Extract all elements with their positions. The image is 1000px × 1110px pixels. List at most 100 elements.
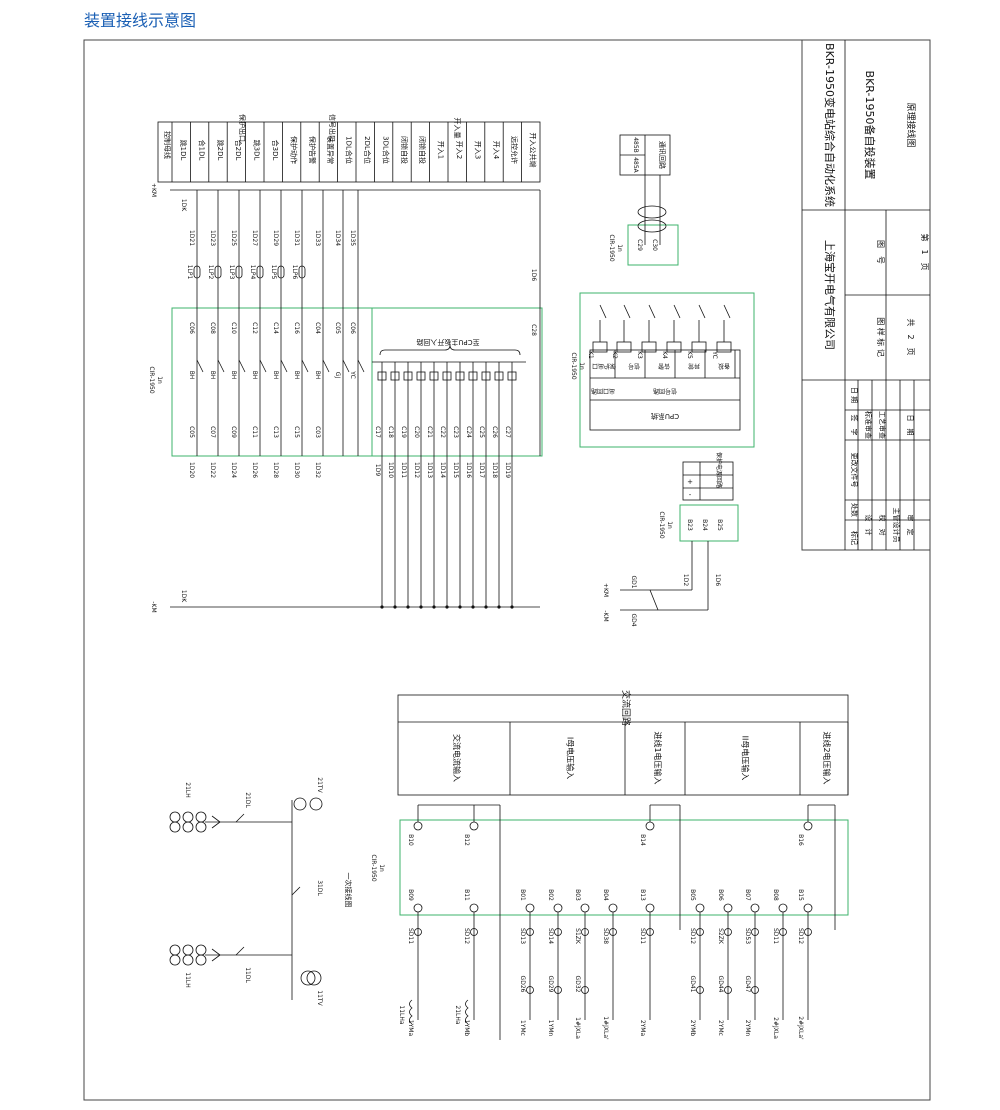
io-label-18: 开入4	[492, 141, 500, 160]
input-terminal-10: 1D19	[504, 462, 511, 478]
upper-pin-4: C14	[272, 322, 279, 334]
lower-pin-1: C07	[209, 426, 216, 438]
io-label-11: 2DL合位	[363, 136, 372, 164]
upper-pin-5: C16	[293, 322, 300, 334]
io-label-2: 合1DL	[197, 140, 206, 161]
page-title: 装置接线示意图	[84, 11, 197, 30]
input-terminal-2: 1D11	[400, 462, 407, 478]
comm-pin-c29: C29	[636, 239, 643, 251]
bottom-terminal-3: 1D26	[251, 462, 258, 478]
group-protect-out: 保护出口	[238, 114, 247, 142]
total-pages: 共 2 页	[906, 318, 915, 355]
lower-pin-0: C05	[188, 426, 195, 438]
comm-section: 通讯回路 485A 485B C29 C30 1n CIR-1950	[608, 134, 679, 266]
label-11lh: 11LH	[184, 972, 191, 988]
power-gd1: GD1	[630, 575, 637, 588]
comm-pin-c30: C30	[651, 239, 658, 251]
cpu-cell-2: 告警	[658, 362, 670, 370]
cpu-module: 1n	[578, 362, 585, 370]
label-11tv: 11TV	[316, 990, 323, 1006]
rev-count: 处数	[850, 503, 859, 517]
relay-8: YC	[349, 370, 356, 379]
io-label-9: 装置异常	[326, 136, 335, 164]
comm-module: 1n	[616, 244, 623, 252]
lower-pin-6: C03	[314, 426, 321, 438]
sample-mark-label: 图 样 标 记	[876, 317, 886, 357]
review-date: 日 期	[906, 415, 914, 436]
cpu-relay-5: YC	[711, 350, 718, 359]
input-module	[371, 307, 543, 457]
upper-pin-1: C08	[209, 322, 216, 334]
ac-bottom-pin-8: B06	[717, 889, 724, 901]
input-pin-0: C17	[374, 426, 381, 438]
ac-pt-label-5: 1#JXLa'	[602, 1016, 609, 1040]
power-term-1d6: 1D6	[714, 574, 721, 586]
cpu-relay-1: K2	[611, 351, 618, 359]
io-label-20: 开入公共端	[529, 133, 538, 168]
ac-gd-2: GD32	[574, 976, 581, 993]
ac-pt-label-9: 2YMn	[744, 1020, 751, 1037]
ac-bottom-pin-3: B02	[547, 889, 554, 901]
sign-chief: 主管设计员	[892, 508, 901, 543]
cable-485a: 485A	[632, 157, 639, 173]
lower-pin-3: C11	[251, 426, 258, 438]
top-terminal-5: 1D31	[293, 230, 300, 246]
ac-ct-label-1: 21LHa	[454, 1005, 461, 1024]
input-pin-3: C20	[413, 426, 420, 438]
output-module	[171, 307, 373, 457]
rev-date: 日 期	[850, 387, 858, 403]
io-label-15: 开入1	[437, 141, 445, 159]
dk-top-label: 1DK	[180, 199, 187, 212]
minus-km-label: -KM	[150, 601, 157, 612]
input-terminal-6: 1D15	[452, 462, 459, 478]
power-section: 保护电源回路 + - B23 B24 B25 1n CIR-1950 1D2 1…	[602, 452, 739, 627]
io-header: 控制母线	[163, 131, 172, 159]
top-terminal-7: 1D34	[334, 230, 341, 246]
relay-7: GJ	[334, 372, 341, 379]
cpu-cell-3: 异常	[688, 362, 700, 370]
ac-module	[399, 819, 849, 916]
cpu-loop-label: 至CPU主板开入回路	[416, 338, 479, 347]
io-label-3: 跳2DL	[216, 140, 225, 161]
sign-design: 设 计	[864, 515, 873, 536]
ac-gd-3: GD41	[689, 976, 696, 993]
power-minus-km: -KM	[602, 610, 609, 621]
lp-label-4: 1LP5	[270, 265, 277, 280]
std-review: 标准审查	[864, 411, 873, 439]
input-terminal-5: 1D14	[439, 462, 446, 478]
ac-pt-label-10: 2#JXLa	[772, 1017, 779, 1039]
bottom-terminal-2: 1D24	[230, 462, 237, 478]
ac-ct-label-0: 11LHa	[398, 1005, 405, 1024]
cpu-relay-3: K4	[661, 351, 668, 359]
top-terminal-8: 1D35	[349, 230, 356, 246]
power-box-label: 保护电源回路	[715, 452, 723, 488]
cpu-cell-1: 信号	[628, 362, 640, 370]
lp-label-5: 1LP6	[291, 265, 298, 280]
ac-pt-label-7: 2YMb	[689, 1020, 696, 1037]
group-input: 开入量	[453, 118, 461, 139]
ac-module-label: 1n	[378, 864, 385, 872]
ac-gd-1: GD29	[547, 976, 554, 993]
proc-review: 工艺审查	[878, 411, 887, 439]
label-21lh: 21LH	[184, 782, 191, 798]
input-terminal-7: 1D16	[465, 462, 472, 478]
power-term-1d2: 1D2	[682, 574, 689, 586]
power-plus: +	[687, 478, 693, 486]
io-label-4: 合2DL	[234, 140, 243, 161]
power-pin-b25: B25	[716, 519, 723, 531]
sign-check: 校 对	[878, 515, 887, 536]
bottom-terminal-0: 1D20	[188, 462, 195, 478]
ac-pt-label-4: 1#JXLa	[574, 1017, 581, 1039]
ac-sd-term-5: SD38	[602, 928, 609, 944]
io-label-14: 闭锁自投	[418, 136, 427, 164]
ac-bottom-pin-9: B07	[744, 889, 751, 901]
ac-pt-label-0: 1YMa	[407, 1020, 414, 1037]
input-terminal-8: 1D17	[478, 462, 485, 478]
upper-pin-2: C10	[230, 322, 237, 334]
relay-1: BH	[209, 371, 216, 380]
cable-485b: 485B	[632, 137, 639, 153]
lp-label-2: 1LP3	[228, 265, 235, 280]
ac-sd-term-1: SD12	[463, 928, 470, 944]
